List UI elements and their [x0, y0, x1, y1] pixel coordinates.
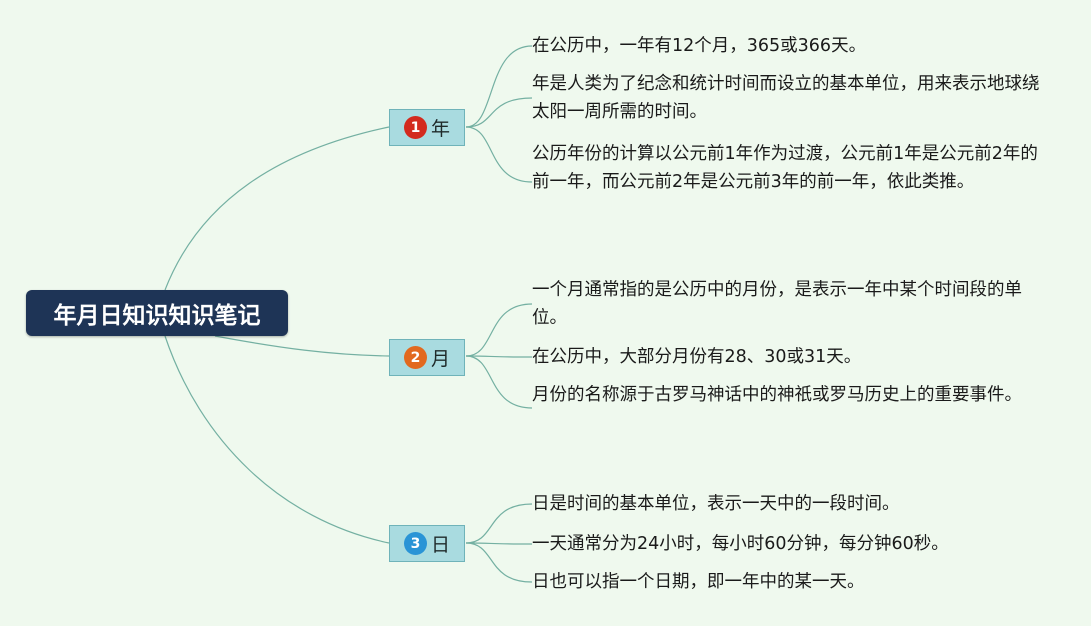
connector-branch1-leaf3 [465, 126, 533, 183]
branch-label: 月 [430, 348, 450, 370]
branch-day[interactable]: 3 日 [389, 525, 465, 562]
leaf-day-2: 一天通常分为24小时，每小时60分钟，每分钟60秒。 [532, 534, 949, 554]
connector-root-month [214, 335, 390, 357]
connector-branch1-leaf1 [465, 45, 533, 128]
connector-branch3-leaf1 [465, 503, 533, 544]
connector-root-year [164, 126, 390, 291]
connector-root-day [164, 335, 390, 544]
number-badge-1: 1 [403, 116, 427, 139]
branch-month[interactable]: 2 月 [389, 339, 465, 376]
branch-label: 日 [430, 534, 450, 556]
branch-year[interactable]: 1 年 [389, 109, 465, 146]
connector-branch3-leaf3 [465, 542, 533, 583]
connector-branch2-leaf1 [465, 303, 533, 357]
connector-branch1-leaf2 [465, 97, 533, 128]
leaf-year-3: 公历年份的计算以公元前1年作为过渡，公元前1年是公元前2年的前一年，而公元前2年… [532, 144, 1038, 192]
root-node[interactable]: 年月日知识知识笔记 [26, 290, 288, 336]
leaf-month-2: 在公历中，大部分月份有28、30或31天。 [532, 347, 862, 367]
number-badge-3: 3 [403, 532, 427, 555]
leaf-year-2: 年是人类为了纪念和统计时间而设立的基本单位，用来表示地球绕太阳一周所需的时间。 [532, 74, 1040, 122]
connector-branch2-leaf2 [465, 355, 533, 358]
connector-branch3-leaf2 [465, 542, 533, 545]
leaf-day-1: 日是时间的基本单位，表示一天中的一段时间。 [532, 494, 900, 514]
number-badge-2: 2 [403, 346, 427, 369]
leaf-day-3: 日也可以指一个日期，即一年中的某一天。 [532, 572, 865, 592]
connector-branch2-leaf3 [465, 355, 533, 409]
leaf-month-1: 一个月通常指的是公历中的月份，是表示一年中某个时间段的单位。 [532, 280, 1022, 328]
leaf-month-3: 月份的名称源于古罗马神话中的神祇或罗马历史上的重要事件。 [532, 385, 1022, 405]
branch-label: 年 [430, 118, 450, 140]
leaf-year-1: 在公历中，一年有12个月，365或366天。 [532, 36, 867, 56]
